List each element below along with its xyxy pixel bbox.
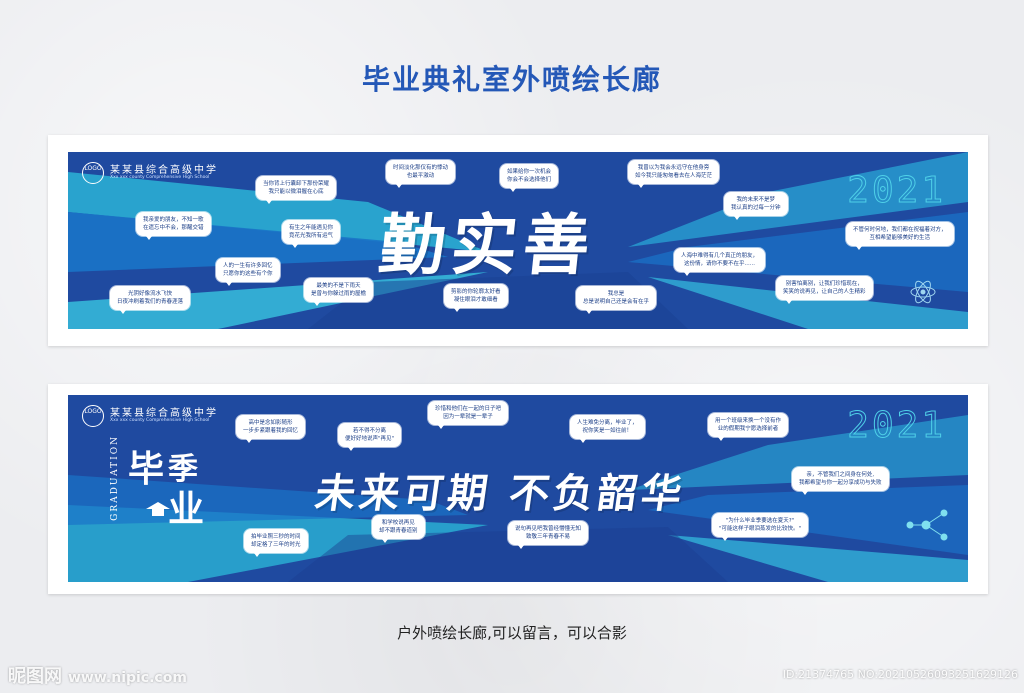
school-name: 某某县综合高级中学 bbox=[110, 165, 218, 176]
message-bubble: 我总是总是说明自己还是会有在乎 bbox=[576, 286, 657, 314]
message-bubble: 如果给你一次机会你会不会选择他们 bbox=[500, 164, 559, 192]
banner-2-slogan: 未来可期 不负韶华 bbox=[312, 470, 689, 517]
message-bubble: 时间淡化那仅有的悸动也最平激动 bbox=[386, 160, 456, 188]
banner-1-background bbox=[68, 152, 968, 329]
banner-frame-2: LOGO 某某县综合高级中学 Xxx xxx county Comprehens… bbox=[48, 384, 988, 594]
watermark-id: ID:21374765 NO:20210526093251629126 bbox=[782, 668, 1018, 681]
message-bubble: 若不得不分离便好好地说声"再见" bbox=[338, 423, 402, 451]
school-logo: LOGO bbox=[82, 405, 104, 427]
graduation-char: 季 bbox=[168, 452, 198, 487]
message-bubble: 不管何时何地，我们都在祝福着对方，互相希望能够美好的生活 bbox=[846, 222, 954, 250]
school-subtitle: Xxx xxx county Comprehensive High School bbox=[110, 175, 210, 180]
banner-2: LOGO 某某县综合高级中学 Xxx xxx county Comprehens… bbox=[68, 395, 968, 582]
message-bubble: 亲，不管我们之间身在何处,我都希望与你一起分享成功与失败 bbox=[792, 467, 889, 495]
message-bubble: 高中是念如影随形一步步紧跟着我的回忆 bbox=[236, 415, 306, 443]
page-caption: 户外喷绘长廊,可以留言，可以合影 bbox=[397, 624, 627, 642]
message-bubble: 说句再见吧我曾经懵懂无知致敬三年青春不易 bbox=[508, 521, 589, 549]
message-bubble: "为什么毕业季要选在夏天?""可能这样子眼泪蒸发的比较快。" bbox=[712, 513, 809, 541]
school-subtitle: Xxx xxx county Comprehensive High School bbox=[110, 418, 210, 423]
page-title: 毕业典礼室外喷绘长廊 bbox=[361, 63, 662, 96]
message-bubble: 光阴好像流水飞快日夜冲刷着我们的青春涯落 bbox=[110, 286, 191, 314]
banner-2-background bbox=[68, 415, 968, 582]
message-bubble: 珍惜和他们在一起的日子吧因为一辈就是一辈子 bbox=[428, 401, 509, 429]
message-bubble: 别害怕离别，让我们珍惜现在，笑笑的说再见，让自己的人生精彩 bbox=[776, 276, 873, 304]
banner-1: LOGO 某某县综合高级中学 Xxx xxx county Comprehens… bbox=[68, 152, 968, 329]
message-bubble: 我曾以为我会永远守在他身旁如今我只能匆匆看去在人海茫茫 bbox=[628, 160, 720, 188]
message-bubble: 和学校说再见却不跟青春道别 bbox=[372, 515, 425, 543]
graduation-cap-base bbox=[152, 509, 164, 516]
year-label: 2021 bbox=[847, 405, 946, 447]
graduation-char: 业 bbox=[168, 489, 205, 530]
graduation-char: 毕 bbox=[128, 449, 165, 490]
message-bubble: 人海中难得有几个真正的朋友，这份情，请你不要不在乎...... bbox=[674, 248, 766, 276]
message-bubble: 我的未来不是梦我认真的过每一分钟 bbox=[724, 192, 788, 220]
year-label: 2021 bbox=[847, 170, 946, 212]
message-bubble: 用一个班级来换一个没有作业的假期我宁愿选择前者 bbox=[708, 413, 789, 441]
message-bubble: 人生难免分离，毕业了，祝你笑是一如往前！ bbox=[570, 415, 645, 443]
banner-1-slogan: 勤实善 bbox=[375, 206, 600, 284]
message-bubble: 有生之年能遇见你竟花光我所有运气 bbox=[282, 220, 341, 248]
message-bubble: 当你背上行囊卸下那份荣耀我只能以微泪握在心底 bbox=[256, 176, 337, 204]
graduation-title: 毕 季 业 bbox=[128, 450, 212, 534]
message-bubble: 剪影的你轮廓太好看凝住眼泪才敢细看 bbox=[444, 284, 508, 312]
banner-frame-1: LOGO 某某县综合高级中学 Xxx xxx county Comprehens… bbox=[48, 135, 988, 346]
molecule-icon bbox=[906, 509, 948, 541]
message-bubble: 人的一生有许多回忆只愿你的这些有个你 bbox=[216, 258, 280, 286]
graduation-english-label: GRADUATION bbox=[110, 435, 120, 521]
school-name: 某某县综合高级中学 bbox=[110, 408, 218, 419]
message-bubble: 最美的不是下雨天是曾与你躲过雨的屋檐 bbox=[304, 278, 374, 306]
watermark-url: www.nipic.com bbox=[68, 670, 187, 686]
school-logo: LOGO bbox=[82, 162, 104, 184]
message-bubble: 拍毕业照三秒的时间却定格了三年的时光 bbox=[244, 529, 308, 557]
graduation-cap-icon bbox=[146, 502, 170, 509]
atom-icon bbox=[910, 280, 936, 304]
message-bubble: 我亲爱的朋友，不知一歌在遗忘中不会，那醒交错 bbox=[136, 212, 211, 240]
